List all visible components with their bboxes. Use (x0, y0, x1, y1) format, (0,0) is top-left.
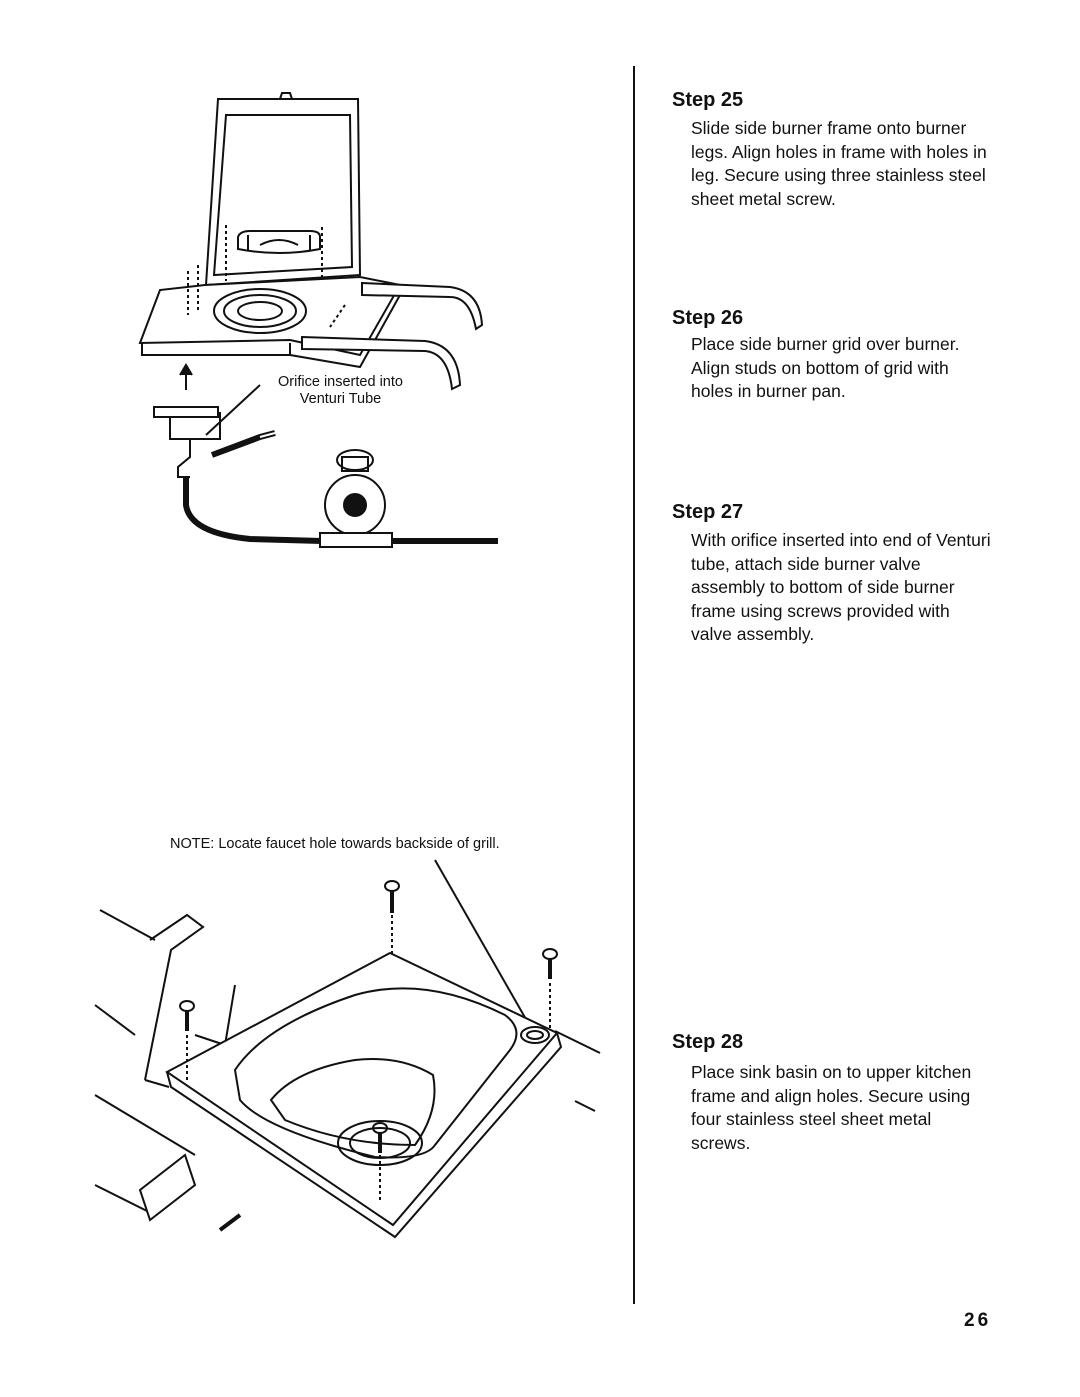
column-divider (633, 66, 635, 1304)
step-28-title: Step 28 (672, 1031, 744, 1053)
side-burner-illustration (138, 92, 498, 548)
orifice-label-line2: Venturi Tube (299, 391, 382, 407)
step-27-title: Step 27 (672, 501, 744, 523)
orifice-label-line1: Orifice inserted into (278, 374, 403, 390)
step-27-text: With orifice inserted into end of Ventur… (691, 530, 991, 644)
page-number: 26 (964, 1310, 992, 1331)
step-25-text: Slide side burner frame onto burner legs… (691, 118, 987, 209)
step-26-text: Place side burner grid over burner. Alig… (691, 334, 960, 401)
step-26-title: Step 26 (672, 307, 744, 329)
step-25-title: Step 25 (672, 89, 744, 111)
sink-illustration (94, 859, 601, 1239)
step-28-text: Place sink basin on to upper kitchen fra… (691, 1062, 972, 1153)
sink-note: NOTE: Locate faucet hole towards backsid… (170, 836, 500, 852)
orifice-label: Orifice inserted into Venturi Tube (258, 374, 423, 408)
